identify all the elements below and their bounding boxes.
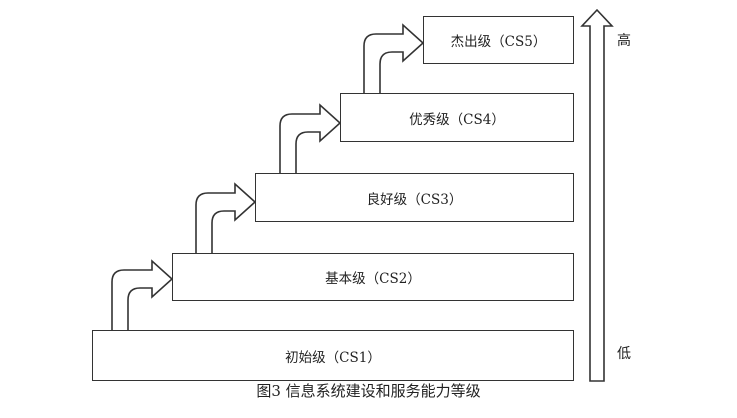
step-cs5: 杰出级（CS5） xyxy=(423,16,574,64)
step-cs5-label: 杰出级（CS5） xyxy=(450,34,547,50)
step-cs4: 优秀级（CS4） xyxy=(340,93,574,142)
connector-arrow-2 xyxy=(195,182,257,254)
connector-arrow-3 xyxy=(279,103,342,174)
connector-arrow-1 xyxy=(111,259,174,331)
connector-arrow-4 xyxy=(363,23,425,94)
step-cs3: 良好级（CS3） xyxy=(255,173,574,222)
step-cs2-label: 基本级（CS2） xyxy=(325,271,421,287)
step-cs4-label: 优秀级（CS4） xyxy=(409,111,505,128)
step-cs3-label: 良好级（CS3） xyxy=(366,191,463,208)
step-cs1-label: 初始级（CS1） xyxy=(285,349,381,366)
step-cs1: 初始级（CS1） xyxy=(92,330,574,381)
axis-low-label: 低 xyxy=(617,346,631,362)
figure-caption: 图3 信息系统建设和服务能力等级 xyxy=(256,382,481,400)
axis-arrow xyxy=(580,8,614,382)
axis-high-label: 高 xyxy=(617,33,631,49)
step-cs2: 基本级（CS2） xyxy=(172,253,574,301)
